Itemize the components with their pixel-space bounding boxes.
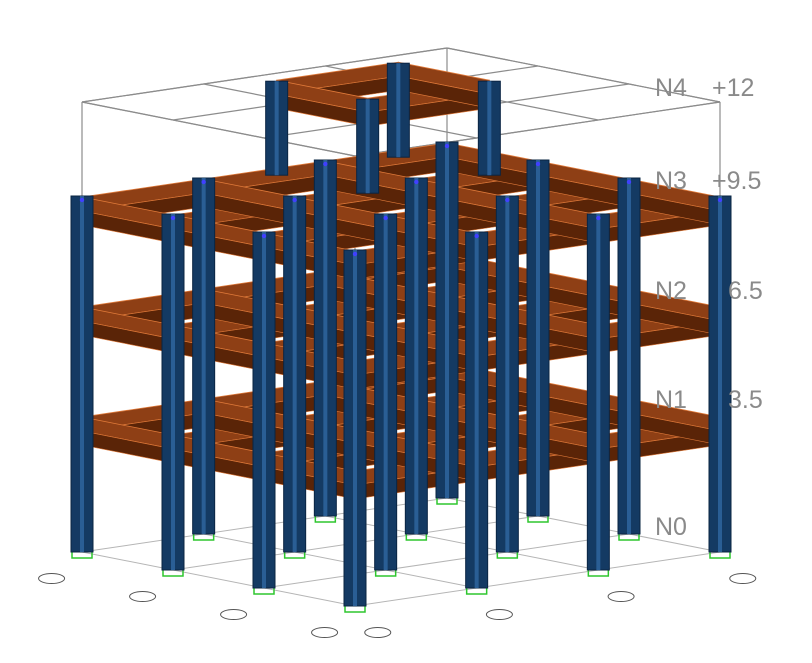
node-marker bbox=[505, 197, 510, 203]
column-highlight bbox=[80, 196, 84, 552]
column-highlight bbox=[536, 160, 540, 516]
grid-bubble-icon bbox=[729, 573, 757, 584]
wireframe-edge bbox=[446, 47, 721, 103]
column-highlight bbox=[262, 232, 266, 588]
column-highlight bbox=[445, 142, 449, 498]
node-marker bbox=[383, 215, 388, 221]
column-highlight bbox=[396, 63, 401, 158]
node-marker bbox=[444, 143, 450, 149]
level-label-n0: N0 bbox=[655, 513, 687, 541]
column-highlight bbox=[201, 178, 206, 534]
node-marker bbox=[352, 251, 358, 257]
column-highlight bbox=[414, 178, 419, 534]
column-highlight bbox=[353, 250, 357, 606]
grid-bubble-icon bbox=[607, 591, 635, 602]
ground-grid bbox=[38, 497, 757, 638]
column-highlight bbox=[474, 232, 479, 588]
level-label-n2: N2 bbox=[655, 277, 687, 305]
node-marker bbox=[170, 215, 176, 221]
column-highlight bbox=[292, 196, 297, 552]
column-highlight bbox=[383, 214, 388, 570]
node-marker bbox=[414, 179, 419, 185]
frame-members bbox=[70, 61, 732, 613]
node-marker bbox=[261, 233, 267, 239]
ground-gridline bbox=[203, 533, 477, 589]
level-label-n4: N4 bbox=[655, 74, 687, 102]
grid-bubble-icon bbox=[364, 627, 392, 638]
column-highlight bbox=[274, 81, 279, 176]
level-elevation-n3: +9.5 bbox=[712, 167, 761, 195]
ground-gridline bbox=[81, 551, 356, 607]
node-marker bbox=[292, 197, 297, 203]
wireframe-edge bbox=[354, 101, 721, 157]
ground-gridline bbox=[325, 515, 599, 571]
wireframe-edge bbox=[81, 101, 356, 157]
node-marker bbox=[596, 215, 601, 221]
level-elevation-n4: +12 bbox=[712, 74, 754, 102]
level-elevation-n2: 6.5 bbox=[728, 277, 763, 305]
column-highlight bbox=[365, 99, 370, 194]
level-label-n1: N1 bbox=[655, 386, 687, 414]
column-highlight bbox=[323, 160, 328, 516]
node-marker bbox=[535, 161, 541, 167]
grid-bubble-icon bbox=[311, 627, 339, 638]
node-marker bbox=[717, 197, 723, 203]
level-elevation-n1: 3.5 bbox=[728, 386, 763, 414]
grid-bubble-icon bbox=[220, 609, 248, 620]
column-highlight bbox=[487, 81, 492, 176]
node-marker bbox=[626, 179, 632, 185]
column-highlight bbox=[171, 214, 175, 570]
node-marker bbox=[323, 161, 328, 167]
wireframe-edge bbox=[81, 47, 448, 103]
ground-gridline bbox=[263, 533, 630, 589]
level-labels: N4 +12 N3 +9.5 N2 6.5 N1 3.5 N0 bbox=[655, 74, 763, 541]
grid-bubble-icon bbox=[38, 573, 66, 584]
node-marker bbox=[79, 197, 85, 203]
node-marker bbox=[201, 179, 206, 185]
column-highlight bbox=[718, 196, 722, 552]
grid-bubble-icon bbox=[129, 591, 157, 602]
column-highlight bbox=[596, 214, 601, 570]
ground-gridline bbox=[446, 497, 721, 553]
column-highlight bbox=[627, 178, 631, 534]
column-highlight bbox=[505, 196, 510, 552]
ground-gridline bbox=[354, 551, 721, 607]
node-marker bbox=[474, 233, 479, 239]
grid-bubble-icon bbox=[485, 609, 513, 620]
level-label-n3: N3 bbox=[655, 167, 687, 195]
